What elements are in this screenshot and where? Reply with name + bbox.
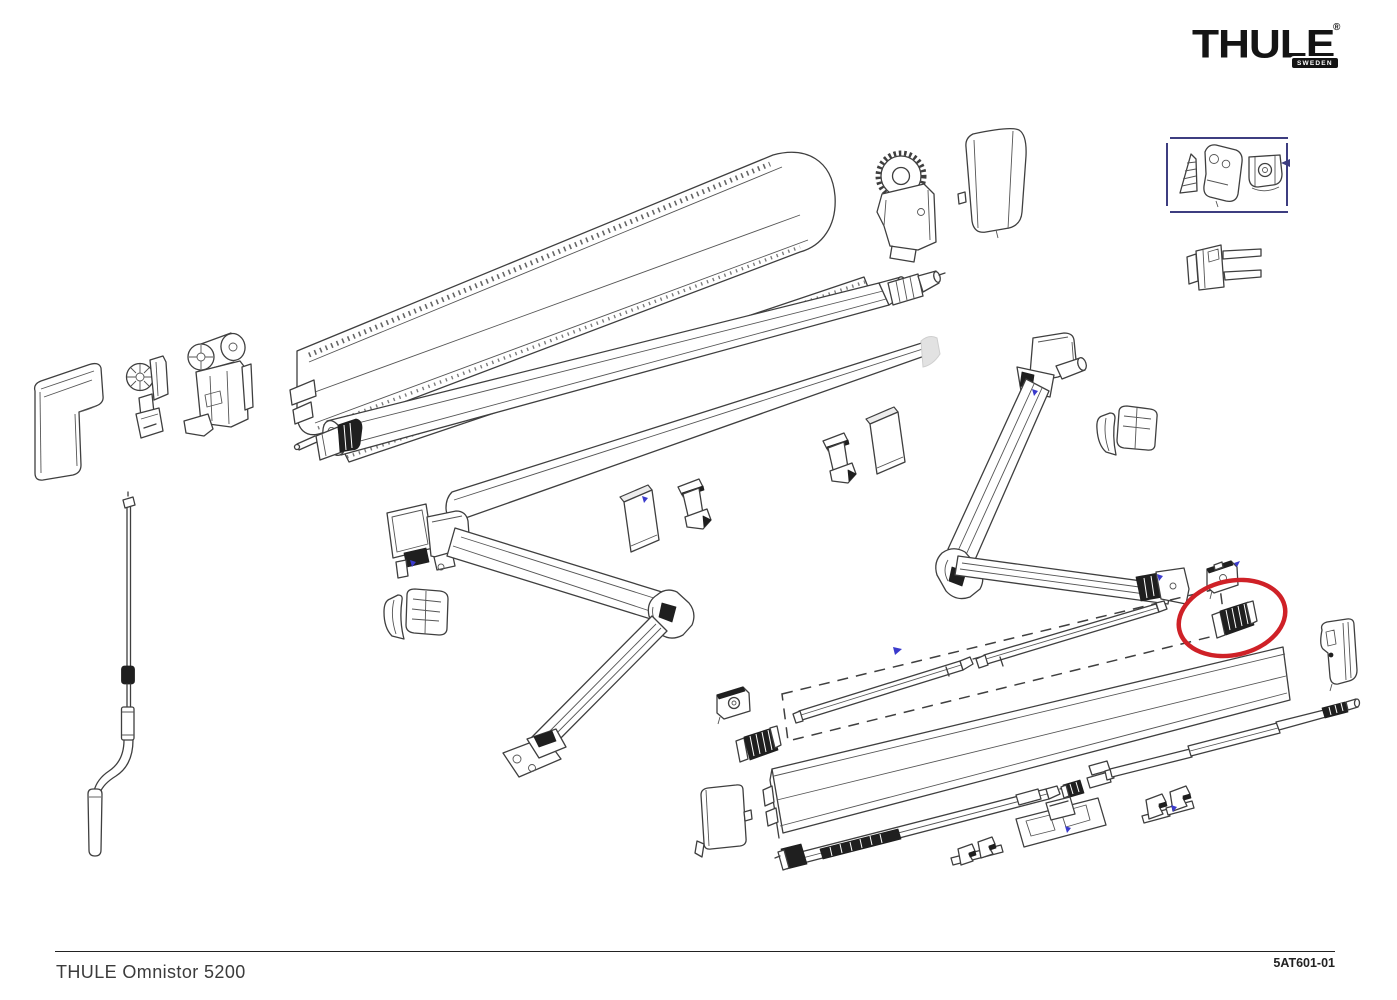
clamp-plate-front (619, 484, 660, 553)
clamp-plate-rear (865, 406, 906, 475)
blue-marker (1065, 826, 1071, 833)
crank-handle-rod (87, 491, 136, 857)
lead-rail-end-cap (1320, 618, 1358, 692)
wall-bracket-fork (1186, 244, 1262, 291)
blue-marker (642, 496, 648, 503)
brand-logo-sub: SWEDEN (1292, 58, 1338, 68)
motor-drive-adapter (293, 418, 363, 461)
cassette-top-profile (289, 151, 836, 436)
blue-marker (1171, 805, 1177, 812)
left-end-cap-cover (33, 362, 104, 481)
mounting-bracket-frame (1015, 796, 1107, 848)
clip-pair-right (1141, 785, 1195, 824)
clip-pair-bottom (950, 836, 1004, 866)
inset-cone-part (1179, 153, 1198, 194)
detail-inset-box (1166, 137, 1290, 213)
highlight-ellipse (1176, 577, 1288, 659)
rafter-bracket (716, 686, 751, 725)
left-arm-foot-bracket (502, 728, 567, 778)
rail-gearbox-rh (1211, 600, 1258, 639)
inset-mount-plate (1203, 144, 1243, 208)
brand-logo-text: THULE (1192, 21, 1335, 67)
leg-clamp-parts (1060, 760, 1112, 799)
support-leg-rear (1104, 698, 1361, 781)
rail-gearbox-lh (735, 725, 782, 763)
left-arm-cover (383, 588, 449, 640)
tension-rafter-front (792, 656, 981, 724)
rail-cover-plate (694, 784, 753, 858)
inset-arrow-icon (1281, 159, 1290, 167)
gear-spool (125, 355, 169, 439)
blue-marker (1157, 574, 1163, 581)
support-leg-front (774, 785, 1067, 871)
product-title: THULE Omnistor 5200 (56, 962, 246, 982)
footer-divider (55, 951, 1335, 952)
blue-marker (410, 560, 416, 567)
registered-trademark: ® (1333, 22, 1341, 33)
right-arm-cover (1096, 405, 1158, 456)
right-spring-arm (935, 332, 1190, 605)
inset-bracket (1248, 154, 1283, 192)
ghost-part (920, 336, 941, 368)
lead-rail (762, 646, 1291, 839)
clip-bracket-rear (822, 432, 857, 484)
gearbox-crank-eyelet (875, 150, 937, 263)
blue-marker (893, 647, 902, 655)
left-spring-arm (386, 503, 695, 778)
blue-marker (1032, 389, 1038, 396)
brand-logo: THULE ® SWEDEN (1192, 21, 1352, 76)
roller-drive-adapter (887, 270, 946, 306)
clip-bracket-front (677, 478, 712, 530)
tension-rafter-rear (975, 600, 1168, 669)
drum-end-bracket (183, 332, 254, 437)
drawing-number: 5AT601-01 (1273, 956, 1335, 970)
right-end-cap-cover (957, 128, 1027, 239)
blue-marker (1234, 561, 1240, 567)
